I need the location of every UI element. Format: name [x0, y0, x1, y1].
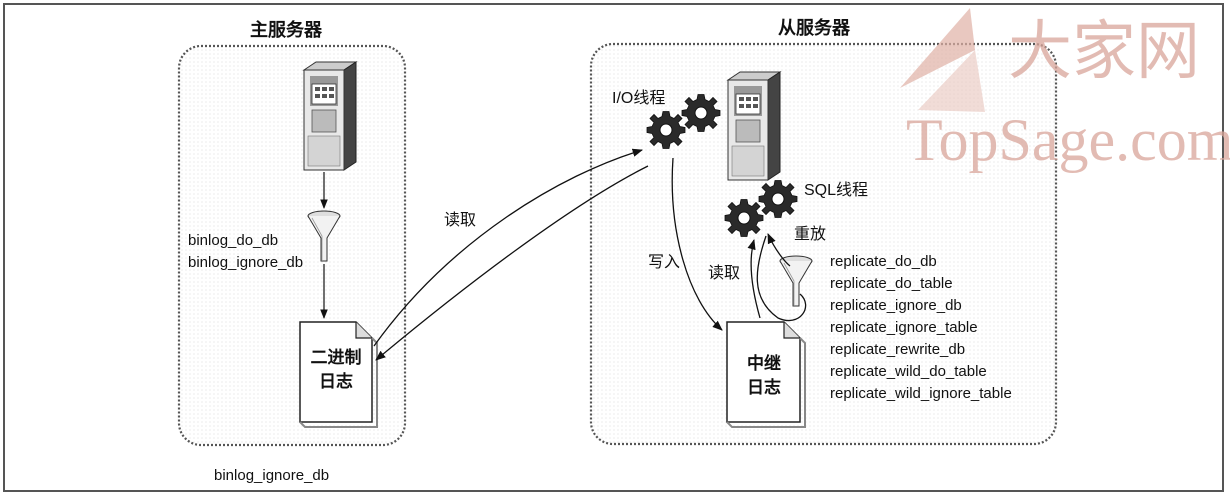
sql-thread-gear-small-icon [758, 180, 798, 218]
edge-label-read-binlog: 读取 [444, 212, 477, 229]
edge-label-replay: 重放 [794, 226, 827, 243]
binlog-doc-line: 二进制 [310, 348, 362, 367]
relay-doc-line: 中继 [747, 354, 781, 373]
arrow-io-writes-relay [671, 157, 723, 331]
io-thread-gear-small-icon [681, 94, 721, 132]
arrow-binlog-to-io [375, 165, 649, 361]
binlog-doc-label: 二进制 日志 [304, 346, 368, 394]
replicate-filter-item: replicate_do_db [830, 253, 937, 270]
replicate-filter-item: replicate_wild_ignore_table [830, 385, 1012, 402]
arrow-sql-reads-relay [747, 238, 761, 319]
slave-server-box [589, 42, 1058, 446]
watermark-chinese: 大家网 [1008, 15, 1200, 89]
relay-log-document-icon [726, 321, 801, 423]
master-filter-label: binlog_do_db [188, 232, 279, 249]
relay-doc-label: 中继 日志 [733, 352, 795, 400]
replicate-filter-item: replicate_wild_do_table [830, 363, 987, 380]
edge-label-read-relay: 读取 [708, 265, 741, 282]
master-title: 主服务器 [250, 20, 322, 40]
binlog-document-icon [299, 321, 373, 423]
binlog-doc-line: 日志 [319, 372, 353, 391]
arrow-replay-loop [756, 235, 807, 322]
io-thread-gear-icon [646, 111, 686, 149]
slave-server-icon [727, 71, 781, 181]
replicate-filter-list: replicate_do_db replicate_do_table repli… [830, 251, 1012, 405]
master-server-icon [303, 61, 357, 171]
sql-thread-label: SQL线程 [804, 182, 869, 199]
io-thread-label: I/O线程 [612, 90, 666, 107]
relay-doc-line: 日志 [747, 378, 781, 397]
edge-label-write-relay: 写入 [648, 254, 681, 271]
watermark-english: TopSage.com [906, 107, 1230, 173]
replicate-filter-item: replicate_ignore_table [830, 319, 978, 336]
replicate-filter-item: replicate_ignore_db [830, 297, 962, 314]
replicate-filter-item: replicate_rewrite_db [830, 341, 966, 358]
arrow-io-reads-binlog [373, 148, 643, 347]
sql-thread-gear-icon [724, 199, 764, 237]
outer-frame [3, 3, 1224, 492]
master-filter-label: binlog_ignore_db [188, 254, 304, 271]
replicate-filter-item: replicate_do_table [830, 275, 953, 292]
slave-title: 从服务器 [778, 18, 850, 38]
master-bottom-caption: binlog_ignore_db [214, 467, 330, 484]
